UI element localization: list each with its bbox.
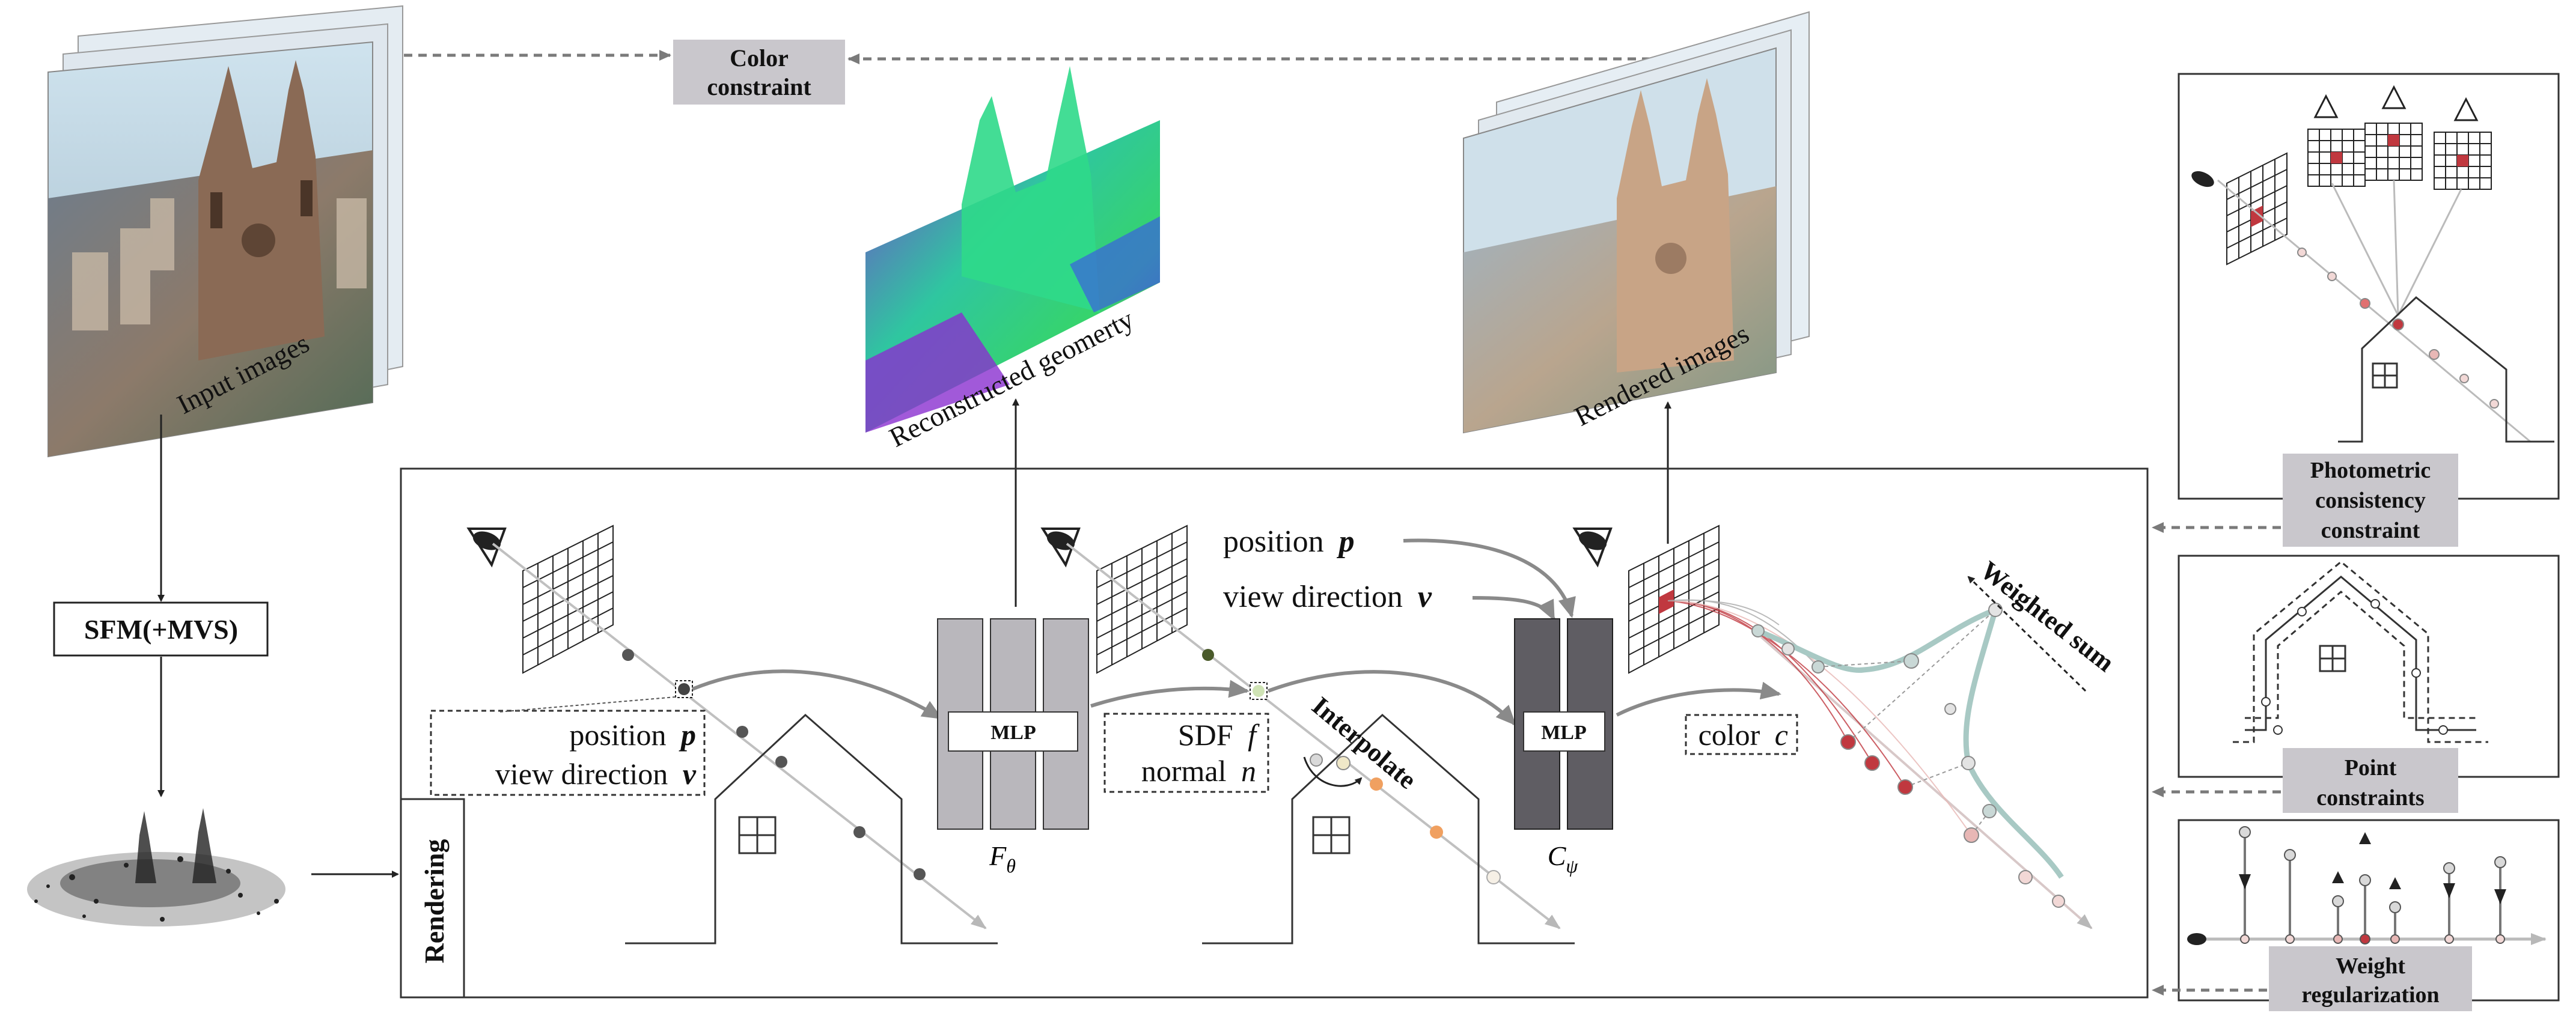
- sfm-box: SFM(+MVS): [53, 601, 269, 657]
- photometric-line3: constraint: [2321, 518, 2420, 543]
- color-constraint-line2: constraint: [707, 73, 811, 100]
- position-word-1: position: [569, 718, 666, 752]
- reconstructed-geometry-image: [865, 66, 1160, 433]
- arrow-sdf-to-mlp2: [1267, 670, 1516, 726]
- svg-text:view direction v: view direction v: [1223, 580, 1432, 614]
- camera-icon-3: [1572, 528, 1613, 568]
- weighted-sum-arrow: [1967, 576, 2087, 692]
- rendering-label: Rendering: [419, 839, 450, 964]
- f-theta-sub: θ: [1006, 855, 1016, 877]
- rendering-tab: Rendering: [400, 798, 465, 999]
- camera-icon-2: [1040, 528, 1081, 568]
- mlp-f-theta: MLP: [937, 618, 1089, 830]
- point-cloud: [27, 808, 285, 926]
- svg-text:position p: position p: [569, 718, 696, 752]
- house-2: [1202, 713, 1575, 944]
- svg-text:normal n: normal n: [1141, 754, 1256, 788]
- camera-ray-2: [1066, 543, 1561, 929]
- image-plane-grid-3: [1628, 525, 1720, 674]
- weight-line2: regularization: [2301, 982, 2439, 1008]
- view-direction-symbol-1: v: [683, 757, 697, 791]
- svg-text:view direction v: view direction v: [495, 757, 697, 791]
- view-direction-word-1: view direction: [495, 757, 668, 791]
- mlp-c-psi: MLP: [1514, 618, 1613, 830]
- view-direction-word-2: view direction: [1223, 580, 1403, 614]
- sdf-word: SDF: [1178, 718, 1233, 752]
- position-symbol-1: p: [679, 718, 696, 752]
- weight-line1: Weight: [2336, 954, 2405, 979]
- point-constraint-markers: [2261, 599, 2448, 735]
- sdf-normal-box: SDF f normal n: [1103, 713, 1269, 793]
- svg-text:position p: position p: [1223, 525, 1355, 559]
- rendered-cathedral: [1617, 78, 1734, 373]
- ray-samples-2: [1202, 649, 1501, 884]
- photometric-label-box: Photometric consistency constraint: [2283, 454, 2458, 547]
- position-symbol-2: p: [1337, 525, 1355, 559]
- point-constraints-panel: [2178, 555, 2560, 778]
- camera-icon-1: [466, 528, 507, 568]
- color-constraint-box: Color constraint: [673, 40, 845, 105]
- normal-symbol: n: [1241, 754, 1256, 788]
- color-constraint-line1: Color: [730, 44, 789, 71]
- c-psi-sub: ψ: [1566, 855, 1578, 877]
- arrow-mlp2-to-color: [1616, 681, 1781, 717]
- arrow-mlp1-to-sdf: [1090, 680, 1250, 708]
- view-direction-symbol-2: v: [1418, 580, 1432, 614]
- rendering-frame: [400, 467, 2149, 999]
- rendered-images-stack: [1463, 11, 1810, 434]
- normal-word: normal: [1141, 754, 1227, 788]
- ray-samples-1: [622, 649, 926, 880]
- c-psi-main: C: [1548, 841, 1567, 871]
- arrow-to-mlp1: [691, 669, 943, 720]
- photometric-line2: consistency: [2315, 488, 2426, 513]
- svg-text:Fθ: Fθ: [989, 841, 1016, 877]
- color-symbol: c: [1775, 718, 1788, 752]
- position-direction-box-1: position p view direction v: [430, 710, 706, 796]
- camera-ray-3: [1760, 636, 2093, 929]
- point-line2: constraints: [2316, 785, 2424, 811]
- color-word: color: [1699, 718, 1760, 752]
- svg-text:SDF f: SDF f: [1178, 718, 1260, 752]
- photometric-line1: Photometric: [2310, 458, 2431, 483]
- mlp1-label: MLP: [990, 722, 1036, 744]
- weighted-sum-dashes: [1818, 609, 1996, 836]
- photometric-illustration: [2191, 85, 2554, 443]
- cathedral-photo: [198, 60, 325, 360]
- point-constraints-label-box: Point constraints: [2283, 748, 2458, 813]
- leader-1: [498, 696, 676, 713]
- arrow-position-to-mlp2: [1403, 538, 1576, 618]
- svg-text:Cψ: Cψ: [1548, 841, 1579, 877]
- interpolate-arrow: [1303, 756, 1363, 787]
- image-plane-grid-2: [1096, 525, 1188, 674]
- f-theta-main: F: [989, 841, 1007, 871]
- point-constraints-illustration: [2233, 561, 2488, 743]
- accumulation-points: [1751, 603, 2065, 908]
- mlp2-label: MLP: [1541, 722, 1587, 744]
- accumulation-curves: [1667, 599, 1972, 836]
- arrow-direction-to-mlp2: [1472, 596, 1555, 621]
- position-word-2: position: [1223, 525, 1324, 559]
- house-1: [625, 713, 998, 944]
- svg-text:color c: color c: [1699, 718, 1788, 752]
- weight-regularization-label-box: Weight regularization: [2269, 946, 2472, 1011]
- color-box: color c: [1685, 714, 1798, 755]
- image-plane-grid-1: [522, 525, 614, 674]
- point-line1: Point: [2345, 755, 2397, 780]
- weight-regularization-illustration: [2187, 826, 2547, 945]
- sfm-label: SFM(+MVS): [84, 614, 238, 645]
- input-images-stack: [47, 5, 403, 458]
- weighted-sum-teal-curve: [1757, 605, 2064, 879]
